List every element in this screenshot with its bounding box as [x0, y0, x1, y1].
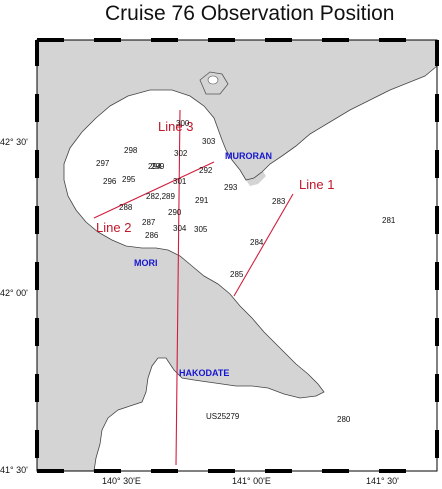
station-label: 301 — [173, 177, 187, 186]
station-label: 292 — [199, 166, 213, 175]
line-3-label: Line 3 — [158, 119, 193, 134]
line-3-track — [175, 109, 181, 466]
station-label: 302 — [174, 149, 188, 158]
line-1-label: Line 1 — [299, 177, 334, 192]
stations: 300 299 303 298 302 297 294 292 301 296 … — [96, 119, 396, 424]
station-label: 287 — [142, 218, 156, 227]
station-label: 291 — [195, 196, 209, 205]
city-muroran: MURORAN — [225, 151, 272, 161]
station-label: 294 — [148, 162, 162, 171]
station-label: 281 — [382, 216, 396, 225]
land — [37, 40, 437, 471]
lon-label-140-30: 140° 30'E — [102, 476, 141, 486]
station-label: 300 — [176, 119, 190, 128]
line-2-track — [93, 161, 215, 219]
station-label: 283 — [272, 197, 286, 206]
station-label: 295 — [122, 175, 136, 184]
crater-lake — [207, 75, 219, 85]
city-hakodate: HAKODATE — [179, 368, 229, 378]
station-label: 286 — [145, 231, 159, 240]
transect-lines — [93, 109, 294, 466]
lat-label-42-30: 42° 30' — [0, 137, 28, 147]
map-title: Cruise 76 Observation Position — [105, 2, 394, 25]
station-label: 285 — [230, 270, 244, 279]
station-label: 304 — [173, 224, 187, 233]
hokkaido-land — [37, 40, 437, 471]
lon-label-141-00: 141° 00'E — [232, 476, 271, 486]
line-2-label: Line 2 — [96, 220, 131, 235]
line-1-track — [233, 193, 294, 297]
lon-label-141-30: 141° 30' — [366, 476, 399, 486]
coastline — [63, 65, 438, 472]
station-label: 297 — [96, 159, 110, 168]
muroran-peninsula — [246, 170, 266, 186]
station-label: 280 — [337, 415, 351, 424]
station-label: 282,289 — [146, 192, 175, 201]
city-mori: MORI — [134, 258, 158, 268]
station-label: 303 — [202, 137, 216, 146]
lat-label-41-30: 41° 30' — [0, 465, 28, 475]
station-label: US25279 — [206, 412, 240, 421]
station-label: 296 — [103, 177, 117, 186]
lat-label-42-00: 42° 00' — [0, 288, 28, 298]
station-label: 298 — [124, 146, 138, 155]
station-label: 288 — [119, 203, 133, 212]
hakodate-headland — [166, 350, 184, 372]
station-label: 290 — [168, 208, 182, 217]
station-label: 305 — [194, 225, 208, 234]
station-label: 284 — [250, 238, 264, 247]
station-label: 293 — [224, 183, 238, 192]
map-frame — [35, 38, 439, 473]
station-label: 299 — [151, 162, 165, 171]
